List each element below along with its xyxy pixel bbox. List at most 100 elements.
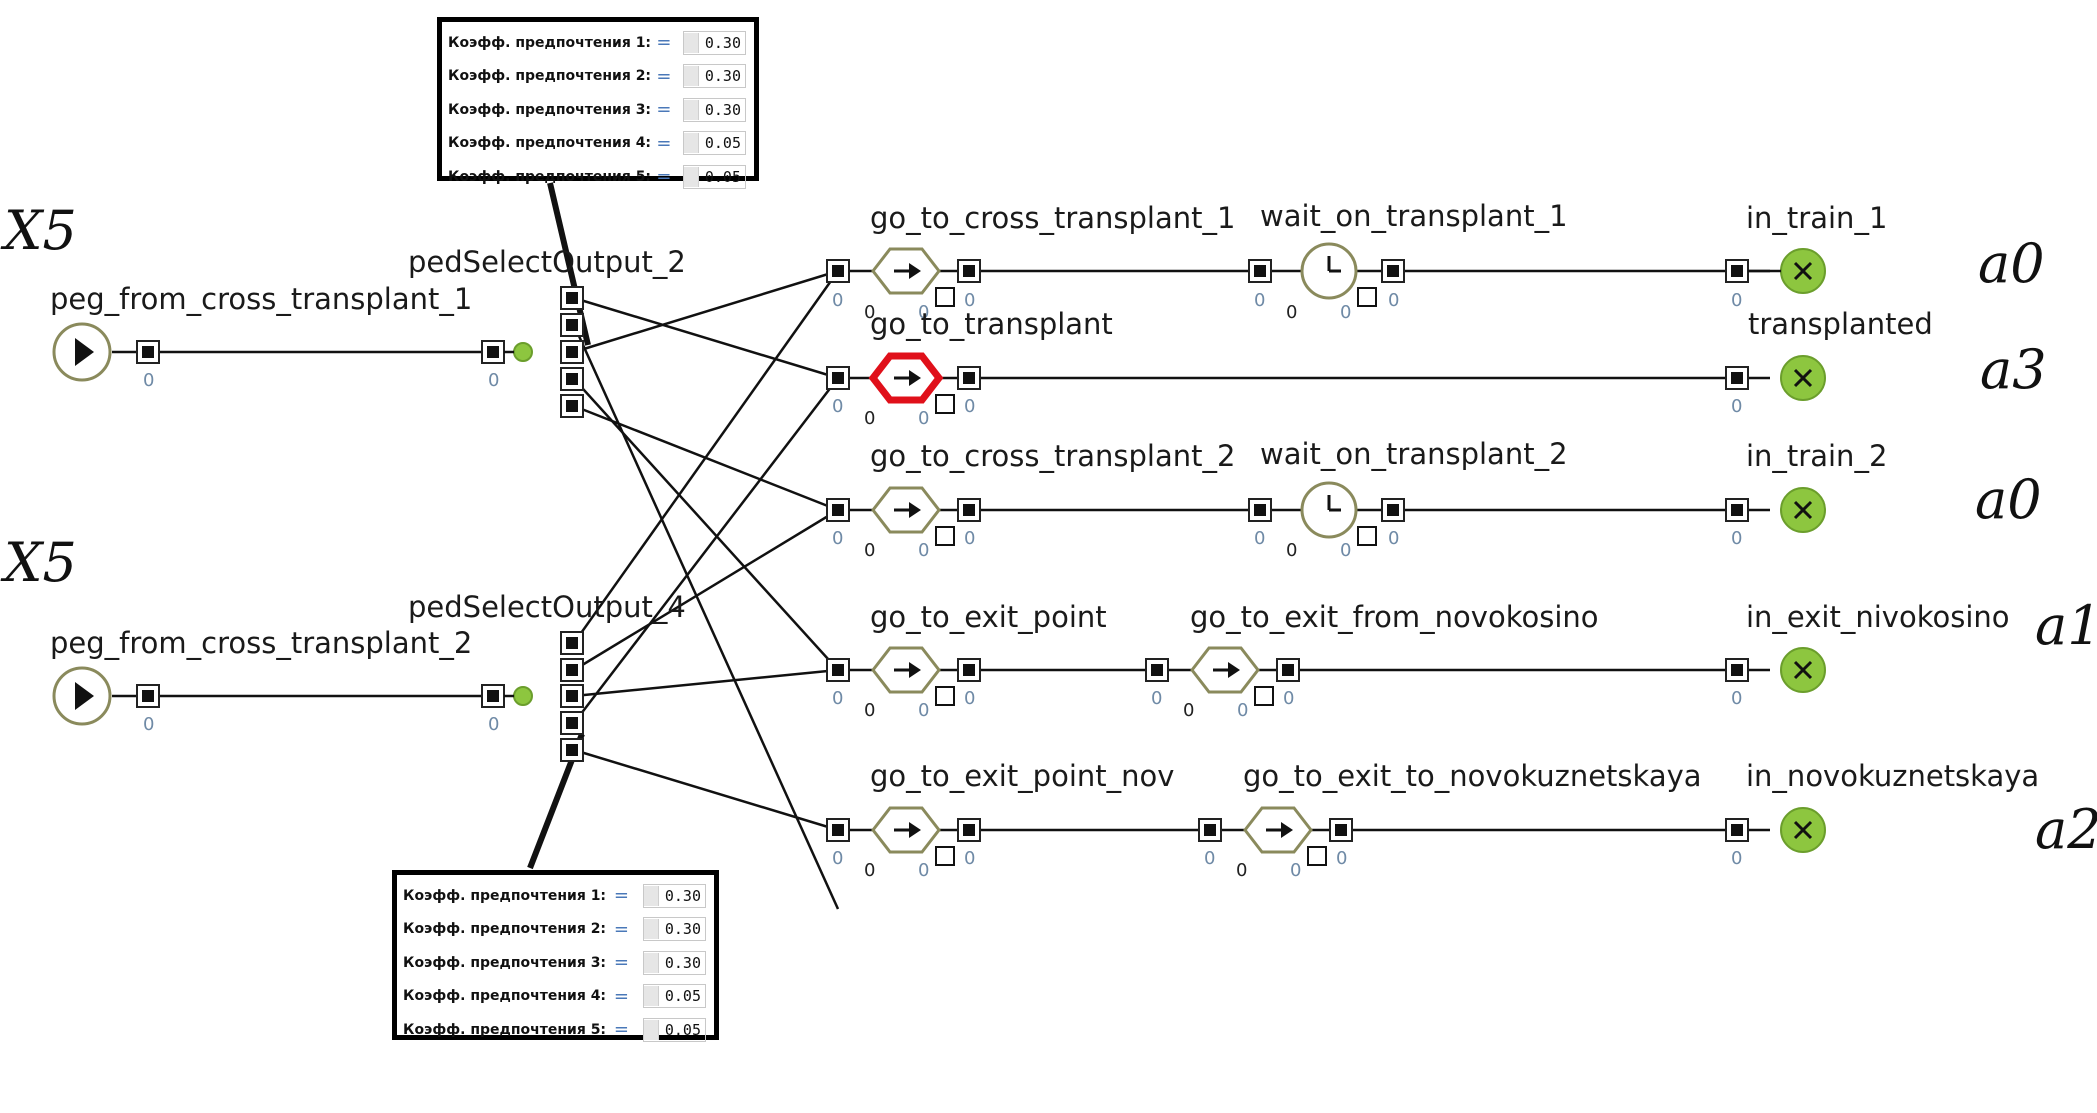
param-value-field[interactable]: 0.05 [642,1017,706,1042]
equals-icon[interactable]: = [613,952,629,974]
delay-block[interactable] [1300,481,1358,539]
move-block[interactable] [1243,806,1313,854]
equals-icon[interactable]: = [656,65,672,87]
param-value-field[interactable]: 0.30 [682,64,746,89]
source-out-port[interactable] [136,340,160,364]
move-block[interactable] [871,646,941,694]
source-out-port[interactable] [136,684,160,708]
block-in-port[interactable] [826,366,850,390]
block-out-port[interactable] [1381,259,1405,283]
param-value[interactable]: 0.05 [664,987,701,1006]
queue-checkbox[interactable] [935,686,955,706]
selector-port[interactable] [560,658,584,682]
queue-checkbox[interactable] [1307,846,1327,866]
source-block-2[interactable]: peg_from_cross_transplant_2 0 0 [50,626,533,735]
queue-checkbox[interactable] [935,846,955,866]
block-in-port[interactable] [826,498,850,522]
param-value[interactable]: 0.30 [704,33,741,52]
queue-checkbox[interactable] [1357,287,1377,307]
selector-port[interactable] [560,367,584,391]
selector-port[interactable] [560,711,584,735]
block-in-port[interactable] [1725,658,1749,682]
param-value[interactable]: 0.30 [704,67,741,86]
block-out-port[interactable] [957,498,981,522]
selector-port[interactable] [560,313,584,337]
selector-port[interactable] [560,286,584,310]
param-value[interactable]: 0.30 [664,953,701,972]
block-in-port[interactable] [1248,259,1272,283]
move-block[interactable] [1190,646,1260,694]
block-in-port[interactable] [1145,658,1169,682]
sink-block[interactable] [1780,647,1826,693]
move-block[interactable] [871,806,941,854]
queue-checkbox[interactable] [1357,526,1377,546]
block-in-port[interactable] [1725,818,1749,842]
sink-block[interactable] [1780,248,1826,294]
selector-port[interactable] [560,738,584,762]
move-block[interactable] [871,486,941,534]
close-icon [1793,660,1813,680]
param-value[interactable]: 0.05 [704,167,741,186]
delay-block[interactable] [1300,242,1358,300]
queue-checkbox[interactable] [935,287,955,307]
selector-port[interactable] [560,684,584,708]
equals-icon[interactable]: = [613,985,629,1007]
block-out-port[interactable] [1381,498,1405,522]
param-label: Коэфф. предпочтения 2: [403,921,607,938]
param-value-field[interactable]: 0.05 [642,984,706,1009]
param-value[interactable]: 0.05 [664,1020,701,1039]
param-value-field[interactable]: 0.30 [642,917,706,942]
param-value[interactable]: 0.30 [704,100,741,119]
block-in-port[interactable] [1248,498,1272,522]
equals-icon[interactable]: = [613,918,629,940]
block-in-port[interactable] [1198,818,1222,842]
block-out-port[interactable] [1276,658,1300,682]
param-value[interactable]: 0.05 [704,134,741,153]
param-value-field[interactable]: 0.05 [682,164,746,189]
queue-checkbox[interactable] [935,526,955,546]
block-out-port[interactable] [957,818,981,842]
queue-checkbox[interactable] [1254,686,1274,706]
equals-icon[interactable]: = [613,885,629,907]
equals-icon[interactable]: = [656,132,672,154]
param-value-field[interactable]: 0.30 [682,30,746,55]
counter: 0 [1388,290,1399,311]
sink-block[interactable] [1780,487,1826,533]
equals-icon[interactable]: = [656,99,672,121]
block-out-port[interactable] [957,658,981,682]
source-in-port[interactable] [481,684,505,708]
selector-port[interactable] [560,340,584,364]
selector-port[interactable] [560,631,584,655]
queue-checkbox[interactable] [935,394,955,414]
connector-dot[interactable] [513,342,533,362]
block-out-port[interactable] [957,366,981,390]
block-out-port[interactable] [957,259,981,283]
param-value-field[interactable]: 0.30 [642,950,706,975]
move-block[interactable] [871,247,941,295]
param-value-field[interactable]: 0.30 [682,97,746,122]
selector-block-2[interactable]: pedSelectOutput_4 [408,590,686,762]
block-in-port[interactable] [1725,259,1749,283]
sink-block[interactable] [1780,807,1826,853]
connector-dot[interactable] [513,686,533,706]
block-in-port[interactable] [826,818,850,842]
equals-icon[interactable]: = [613,1019,629,1041]
equals-icon[interactable]: = [656,166,672,188]
selector-block-1[interactable]: pedSelectOutput_2 [408,245,686,418]
param-value[interactable]: 0.30 [664,886,701,905]
sink-block[interactable] [1780,355,1826,401]
source-block-1[interactable]: peg_from_cross_transplant_1 0 0 [50,282,533,391]
param-value-field[interactable]: 0.30 [642,883,706,908]
source-in-port[interactable] [481,340,505,364]
block-in-port[interactable] [826,658,850,682]
selector-port[interactable] [560,394,584,418]
block-in-port[interactable] [826,259,850,283]
block-out-port[interactable] [1329,818,1353,842]
param-value[interactable]: 0.30 [664,920,701,939]
equals-icon[interactable]: = [656,32,672,54]
move-block-selected[interactable] [868,352,944,404]
block-in-port[interactable] [1725,366,1749,390]
counter: 0 [1237,700,1248,721]
param-value-field[interactable]: 0.05 [682,131,746,156]
block-in-port[interactable] [1725,498,1749,522]
